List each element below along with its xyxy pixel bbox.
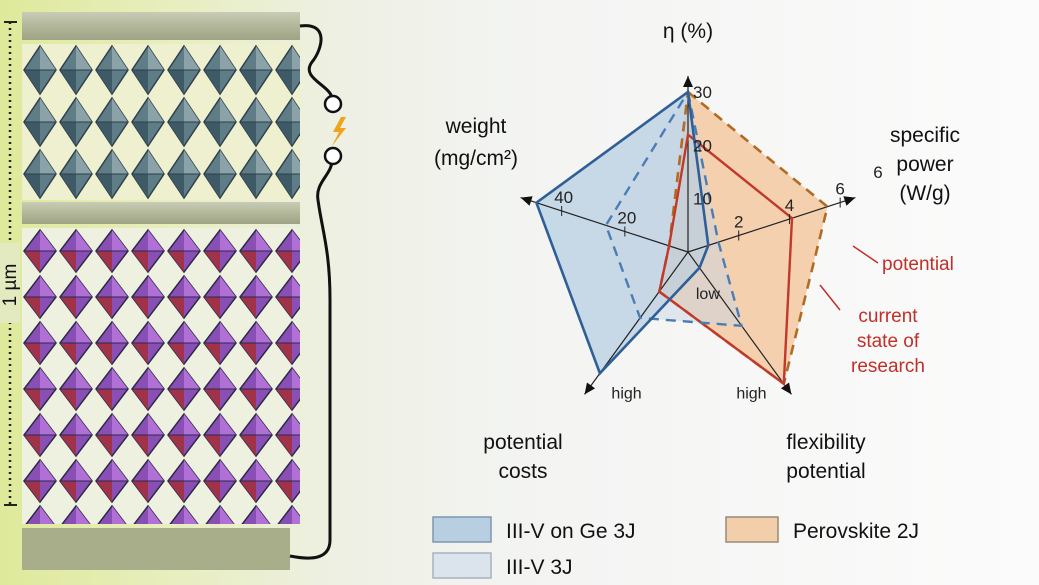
annotation-current-state-line-2: research [851, 356, 925, 377]
axis-title-specific-power-line-1: power [896, 153, 953, 176]
top-electrode-layer [22, 12, 300, 40]
middle-interlayer [22, 202, 300, 224]
tick-eta-30: 30 [693, 83, 712, 102]
iii-v-3j-outline [604, 88, 744, 328]
axis-arrow-costs [584, 382, 596, 395]
perovskite-stack-illustration: 1 µm [0, 12, 346, 570]
tick-power-6: 6 [835, 180, 844, 199]
circuit-terminal-bottom [323, 146, 343, 166]
tick-power-4: 4 [785, 196, 794, 215]
circuit-terminal-top [323, 94, 343, 114]
bottom-octahedra-layer [22, 228, 300, 524]
axis-title-specific-power-line-0: specific [890, 124, 960, 147]
axis-title-flexibility-line-1: potential [786, 460, 865, 483]
legend-label-iii-v-3j: III-V 3J [506, 556, 573, 579]
annotation-leader-potential [852, 245, 879, 264]
axis-line-weight [520, 197, 689, 253]
tick-costs-high: high [611, 385, 641, 402]
chart-legend: III-V on Ge 3J Perovskite 2J III-V 3J [432, 516, 919, 579]
tick-flex-low: low [696, 286, 720, 303]
legend-swatch-iii-v-3j [432, 552, 492, 579]
axis-arrow-specific_power [843, 196, 856, 206]
legend-label-iii-v-on-ge: III-V on Ge 3J [506, 520, 636, 543]
axis-arrow-weight [520, 196, 533, 206]
axis-title-costs-line-0: potential [483, 431, 562, 454]
axis-title-flexibility-line-0: flexibility [786, 431, 866, 454]
current-state-outline [657, 132, 794, 387]
tick-eta-20: 20 [693, 136, 712, 155]
axis-line-flexibility [687, 251, 792, 395]
tick-flex-high: high [736, 385, 766, 402]
iii-v-on-ge-3j-outline [534, 89, 710, 376]
scale-label: 1 µm [0, 264, 21, 307]
tick-weight-20: 20 [617, 208, 636, 227]
axis-title-eta-line-0: η (%) [663, 20, 713, 43]
axis-title-weight-line-1: (mg/cm²) [434, 147, 518, 170]
lightning-icon [332, 117, 346, 146]
circuit-wire [289, 24, 334, 560]
axis-line-specific_power [687, 197, 856, 253]
scale-label-bg [0, 243, 20, 323]
annotation-current-state-line-0: current [858, 306, 918, 327]
axis-title-specific-power-line-2: (W/g) [899, 182, 950, 205]
annotation-leader-current [819, 284, 841, 311]
bottom-electrode-layer [22, 528, 290, 570]
tick-power-2: 2 [734, 213, 743, 232]
legend-swatch-perovskite [725, 516, 779, 543]
axis-arrow-flexibility [780, 382, 792, 395]
legend-label-perovskite: Perovskite 2J [793, 520, 919, 543]
top-octahedra-layer [22, 44, 300, 200]
annotation-current-state-line-1: state of [857, 331, 920, 352]
axis-arrow-eta [683, 76, 693, 87]
axis-title-costs-line-1: costs [498, 460, 547, 483]
axis-title-weight-line-0: weight [445, 115, 507, 138]
tick-power-end: 6 [873, 163, 882, 182]
tick-eta-10: 10 [693, 190, 712, 209]
annotation-potential: potential [882, 254, 954, 275]
legend-swatch-iii-v-on-ge [432, 516, 492, 543]
radar-chart: 10 20 30 2 4 6 20 40 low high high η (%) specific pow… [434, 20, 960, 483]
tick-weight-40: 40 [554, 188, 573, 207]
